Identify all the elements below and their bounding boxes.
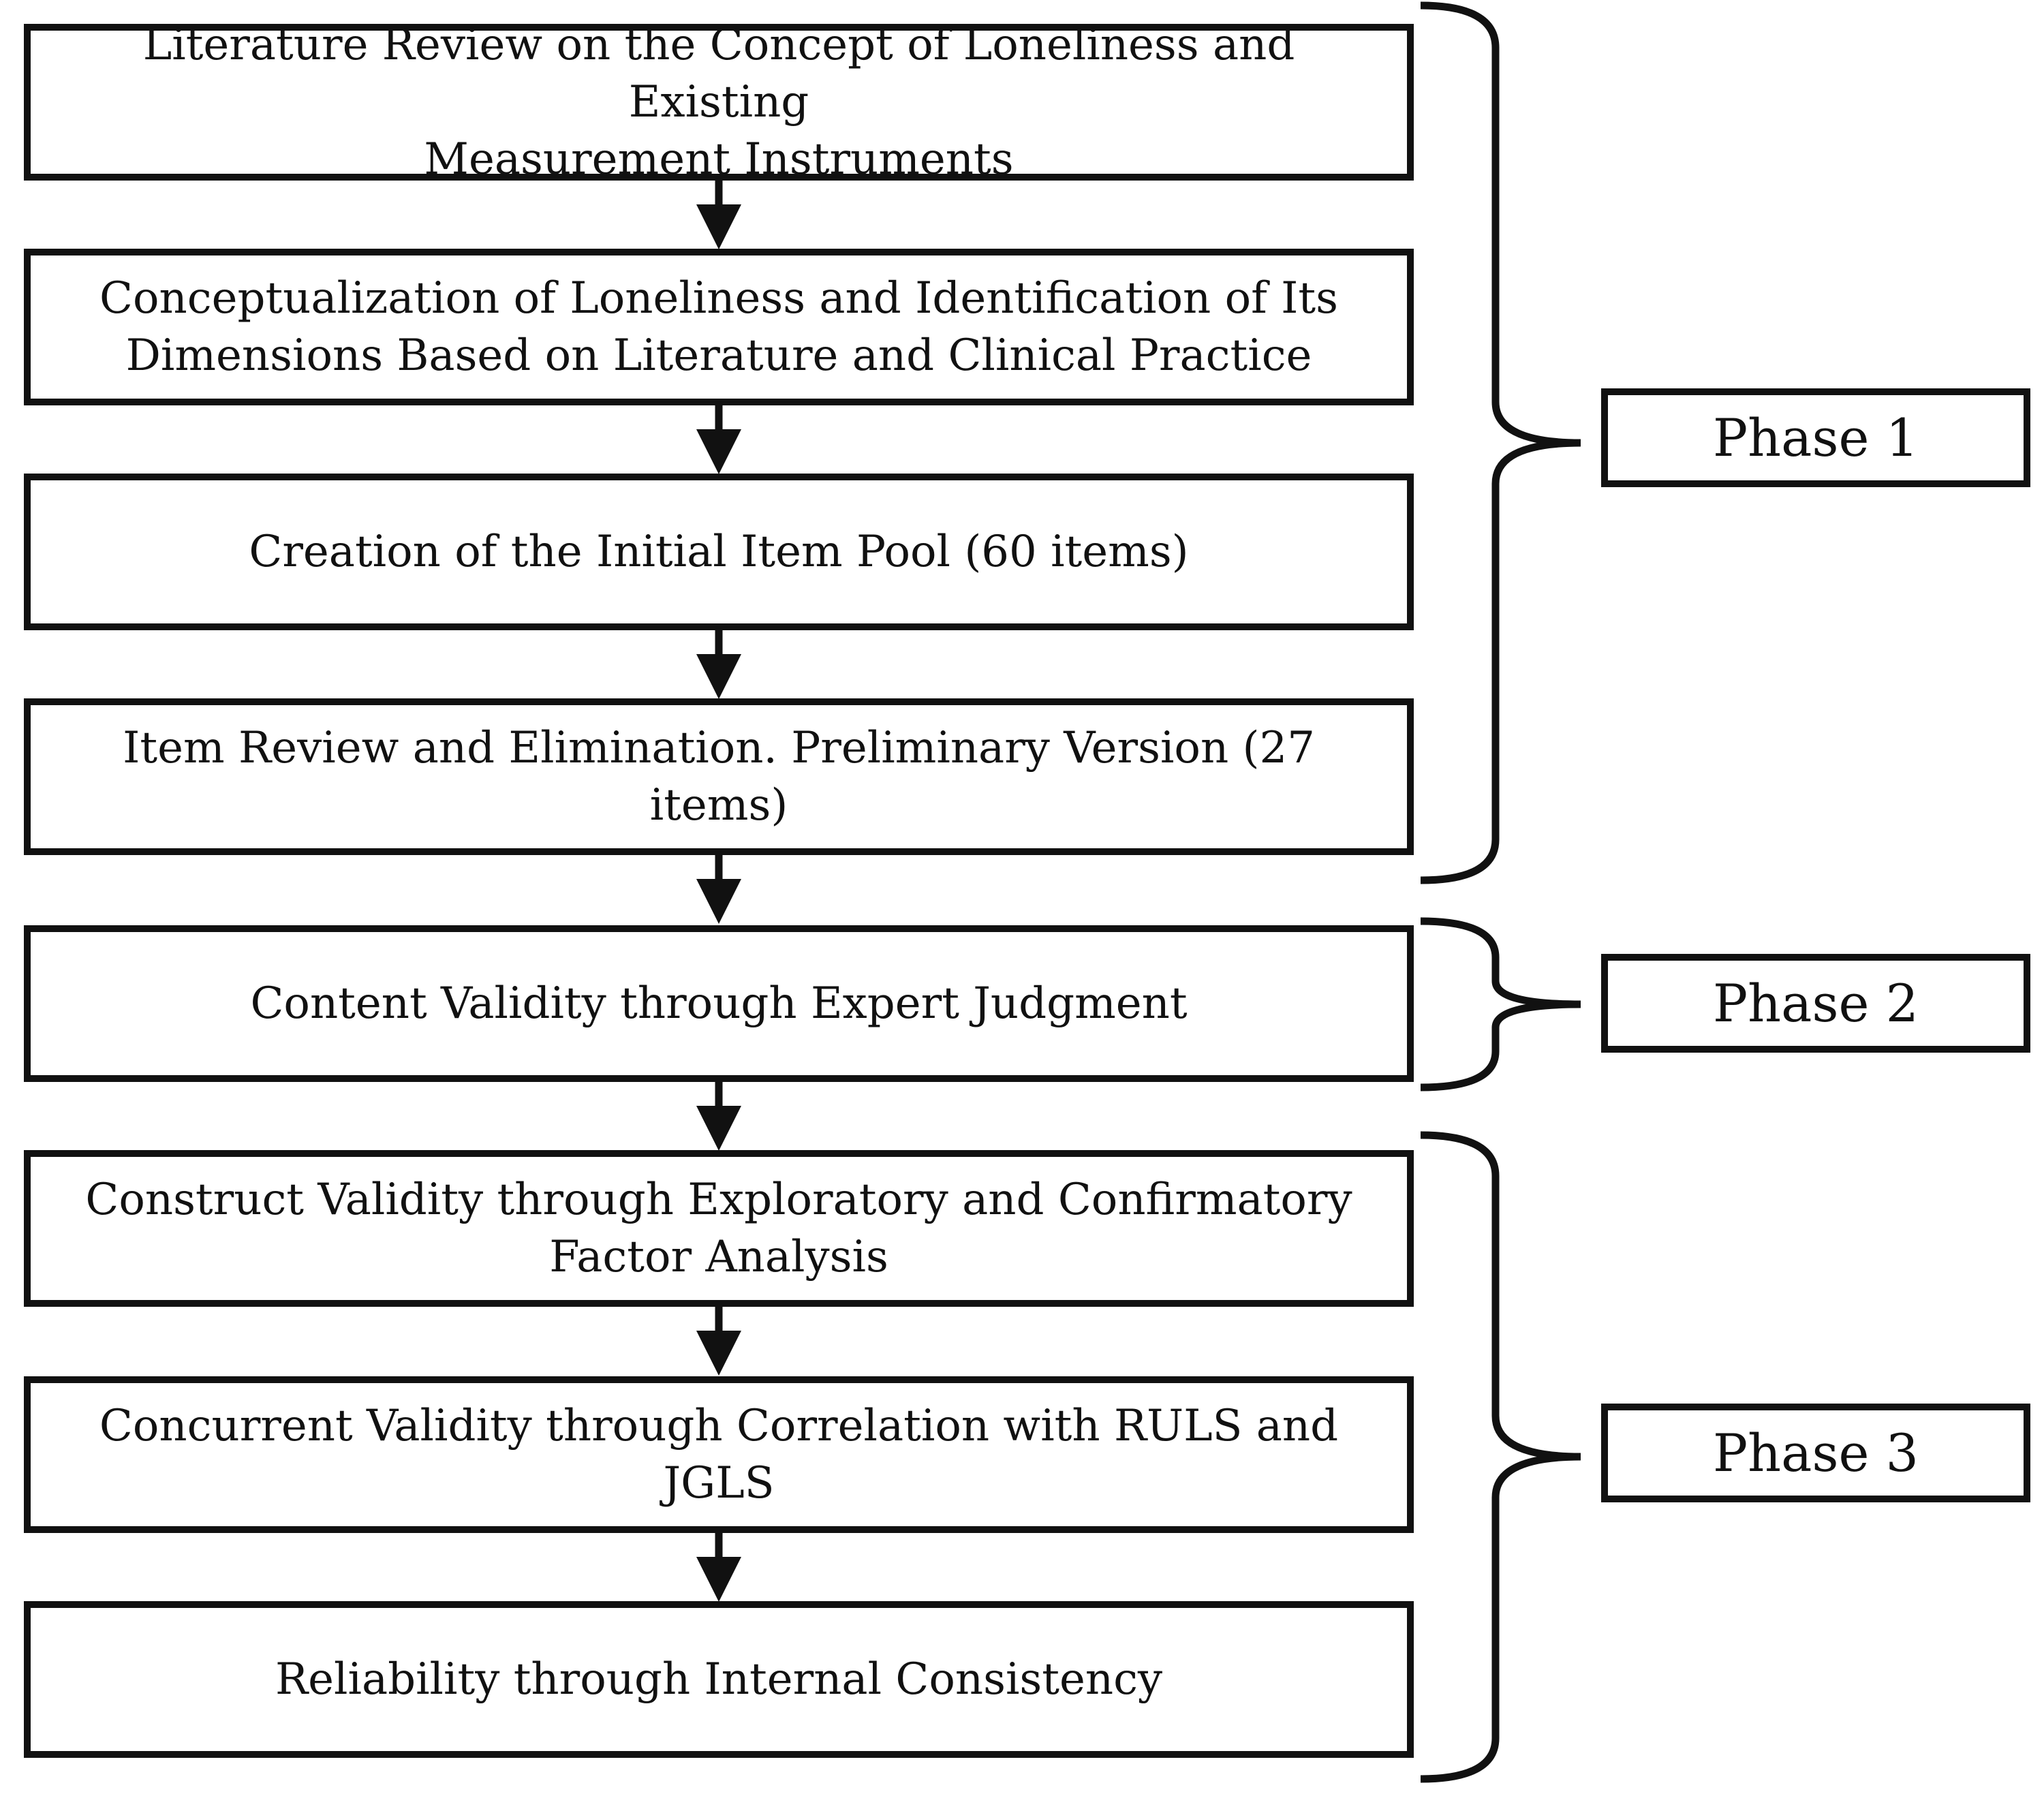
brace-phase-3 [1420,1131,1581,1783]
step-7-line-1: Concurrent Validity through Correlation … [99,1401,1339,1508]
step-item-review: Item Review and Elimination. Preliminary… [24,698,1414,855]
step-3-line-1: Creation of the Initial Item Pool (60 it… [249,527,1189,577]
phase-3-label: Phase 3 [1601,1404,2030,1502]
phase-2-label: Phase 2 [1601,954,2030,1053]
step-construct-validity: Construct Validity through Exploratory a… [24,1150,1414,1307]
phase-1-label: Phase 1 [1601,388,2030,487]
step-2-line-2: Dimensions Based on Literature and Clini… [125,330,1312,381]
step-initial-item-pool: Creation of the Initial Item Pool (60 it… [24,474,1414,630]
step-4-line-1: Item Review and Elimination. Preliminary… [123,723,1315,831]
step-1-line-2: Measurement Instruments [424,134,1014,185]
step-content-validity: Content Validity through Expert Judgment [24,925,1414,1082]
step-concurrent-validity: Concurrent Validity through Correlation … [24,1376,1414,1533]
step-conceptualization: Conceptualization of Loneliness and Iden… [24,249,1414,405]
step-literature-review: Literature Review on the Concept of Lone… [24,20,1414,185]
step-5-line-1: Content Validity through Expert Judgment [250,978,1188,1029]
step-reliability: Reliability through Internal Consistency [24,1601,1414,1758]
step-2-line-1: Conceptualization of Loneliness and Iden… [99,273,1338,324]
step-8-line-1: Reliability through Internal Consistency [275,1654,1163,1705]
step-6-line-2: Factor Analysis [549,1232,888,1282]
brace-phase-1 [1420,1,1581,884]
step-1-line-1: Literature Review on the Concept of Lone… [142,20,1295,127]
step-6-line-1: Construct Validity through Exploratory a… [85,1175,1352,1225]
brace-phase-2 [1420,917,1581,1091]
